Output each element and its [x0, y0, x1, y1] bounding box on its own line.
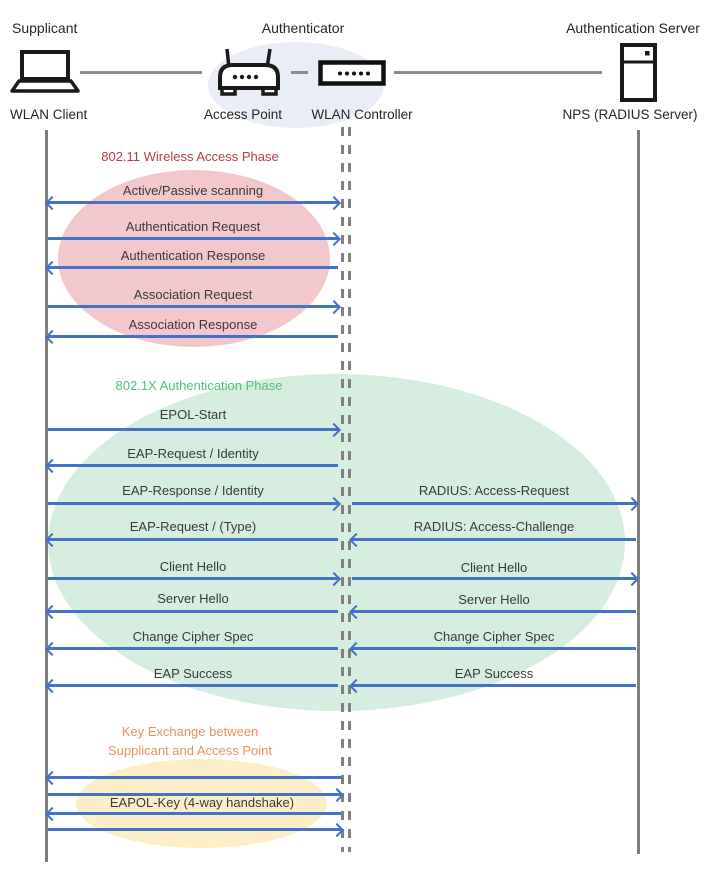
- key-exchange-label: EAPOL-Key (4-way handshake): [109, 795, 295, 810]
- arrow-eap-request-identity: [44, 458, 338, 474]
- wlan-controller-icon: [318, 60, 386, 86]
- arrow-eap-success-left: [44, 678, 338, 694]
- arrow-active-passive-scanning: [44, 195, 342, 211]
- message-label: Server Hello: [157, 591, 229, 606]
- node-label-access-point: Access Point: [203, 107, 283, 122]
- arrow-radius-access-challenge: [348, 532, 636, 548]
- access-point-icon: [218, 48, 280, 96]
- phase3-title-line2: Supplicant and Access Point: [107, 743, 273, 758]
- arrow-eapol-key-2: [48, 787, 345, 803]
- message-label: Active/Passive scanning: [122, 183, 264, 198]
- lifeline-controller-dashed-1: [341, 127, 344, 852]
- arrow-change-cipher-spec-right: [348, 641, 636, 657]
- arrow-association-request: [48, 299, 342, 315]
- arrow-server-hello-left: [44, 604, 338, 620]
- message-label: RADIUS: Access-Request: [418, 483, 570, 498]
- arrow-eap-success-right: [348, 678, 636, 694]
- arrow-eapol-key-1: [44, 770, 341, 786]
- message-label: Server Hello: [458, 592, 530, 607]
- message-label: Change Cipher Spec: [433, 629, 555, 644]
- node-label-nps: NPS (RADIUS Server): [562, 107, 698, 122]
- arrow-eap-response-identity: [48, 496, 342, 512]
- role-authenticator: Authenticator: [261, 20, 345, 36]
- message-label: Client Hello: [460, 560, 528, 575]
- laptop-icon: [10, 50, 80, 93]
- message-label: Association Response: [128, 317, 258, 332]
- phase1-ellipse: [58, 170, 330, 347]
- arrow-server-hello-right: [348, 604, 636, 620]
- node-label-wlan-client: WLAN Client: [10, 107, 88, 122]
- arrow-eapol-key-4: [48, 822, 345, 838]
- role-authentication-server: Authentication Server: [566, 20, 700, 36]
- arrow-eapol-key-3: [44, 806, 341, 822]
- lifeline-wlan-client: [45, 130, 48, 862]
- connector-client-ap: [80, 71, 202, 74]
- message-label: EAP-Response / Identity: [122, 483, 264, 498]
- arrow-authentication-request: [48, 231, 342, 247]
- message-label: EAP-Request / Identity: [127, 446, 259, 461]
- arrow-epol-start: [48, 422, 342, 438]
- message-label: Client Hello: [159, 559, 227, 574]
- message-label: Change Cipher Spec: [132, 629, 254, 644]
- phase3-title: Key Exchange between Supplicant and Acce…: [90, 722, 290, 760]
- message-label: Authentication Response: [120, 248, 266, 263]
- arrow-client-hello-right: [352, 571, 640, 587]
- phase1-title: 802.11 Wireless Access Phase: [101, 149, 279, 164]
- lifeline-nps: [637, 130, 640, 854]
- arrow-radius-access-request: [352, 496, 640, 512]
- message-label: EPOL-Start: [159, 407, 227, 422]
- message-label: EAP Success: [153, 666, 233, 681]
- connector-controller-server: [394, 71, 602, 74]
- phase2-title: 802.1X Authentication Phase: [115, 378, 283, 393]
- node-label-wlan-controller: WLAN Controller: [311, 107, 413, 122]
- message-label: Association Request: [133, 287, 253, 302]
- message-label: EAP-Request / (Type): [129, 519, 257, 534]
- phase3-title-line1: Key Exchange between: [121, 724, 259, 739]
- phase3-ellipse: [76, 759, 327, 848]
- lifeline-controller-dashed-2: [348, 127, 351, 852]
- server-icon: [620, 43, 657, 102]
- arrow-association-response: [44, 329, 338, 345]
- arrow-eap-request-type: [44, 532, 338, 548]
- message-label: RADIUS: Access-Challenge: [413, 519, 575, 534]
- arrow-client-hello-left: [48, 571, 342, 587]
- role-supplicant: Supplicant: [12, 20, 78, 36]
- arrow-change-cipher-spec-left: [44, 641, 338, 657]
- arrow-authentication-response: [44, 260, 338, 276]
- message-label: EAP Success: [454, 666, 534, 681]
- message-label: Authentication Request: [125, 219, 261, 234]
- connector-ap-controller: [291, 71, 308, 74]
